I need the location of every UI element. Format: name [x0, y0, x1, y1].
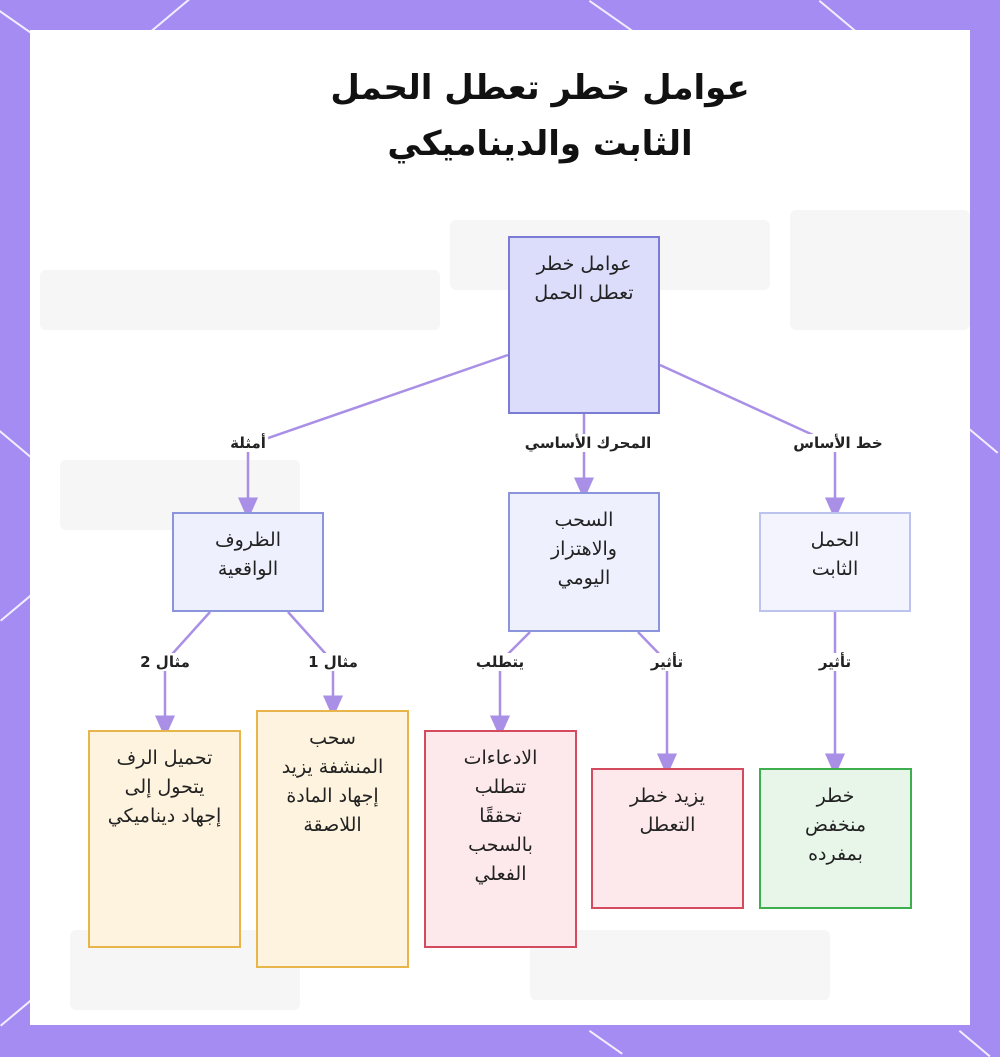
edge-label-baseline: خط الأساس: [791, 434, 885, 452]
node-real-conditions: الظروف الواقعية: [172, 512, 324, 612]
node-low-risk-label: خطر منخفض بمفرده: [804, 785, 867, 865]
edge-label-example1: مثال 1: [306, 653, 360, 671]
node-root-label: عوامل خطر تعطل الحمل: [534, 253, 634, 304]
node-increases-risk-label: يزيد خطر التعطل: [630, 785, 705, 836]
node-example1-result-label: سحب المنشفة يزيد إجهاد المادة اللاصقة: [281, 727, 384, 836]
edge-label-effect-daily: تأثير: [648, 653, 686, 671]
edge-label-requires: يتطلب: [473, 653, 527, 671]
background-ghost-shape: [40, 270, 440, 330]
edge-label-example2: مثال 2: [138, 653, 192, 671]
node-real-conditions-label: الظروف الواقعية: [214, 529, 281, 580]
node-low-risk: خطر منخفض بمفرده: [759, 768, 912, 909]
node-static-load-label: الحمل الثابت: [810, 529, 860, 580]
edge-label-examples: أمثلة: [228, 434, 268, 452]
node-daily-pull-label: السحب والاهتزاز اليومي: [551, 509, 617, 589]
background-ghost-shape: [790, 210, 970, 330]
node-example1-result: سحب المنشفة يزيد إجهاد المادة اللاصقة: [256, 710, 409, 968]
background-ghost-shape: [530, 930, 830, 1000]
edge-daily-requires: [490, 631, 531, 738]
node-root: عوامل خطر تعطل الحمل: [508, 236, 660, 414]
node-static-load: الحمل الثابت: [759, 512, 911, 612]
node-claims-result-label: الادعاءات تتطلب تحققًا بالسحب الفعلي: [463, 747, 538, 885]
node-daily-pull: السحب والاهتزاز اليومي: [508, 492, 660, 632]
node-claims-result: الادعاءات تتطلب تحققًا بالسحب الفعلي: [424, 730, 577, 948]
edge-label-effect-static: تأثير: [816, 653, 854, 671]
edge-root-examples: [238, 353, 509, 520]
diagram-title: عوامل خطر تعطل الحمل الثابت والديناميكي: [330, 68, 750, 164]
node-example2-result: تحميل الرف يتحول إلى إجهاد ديناميكي: [88, 730, 241, 948]
node-example2-result-label: تحميل الرف يتحول إلى إجهاد ديناميكي: [107, 747, 222, 827]
edge-label-main-driver: المحرك الأساسي: [522, 434, 654, 452]
node-increases-risk: يزيد خطر التعطل: [591, 768, 744, 909]
